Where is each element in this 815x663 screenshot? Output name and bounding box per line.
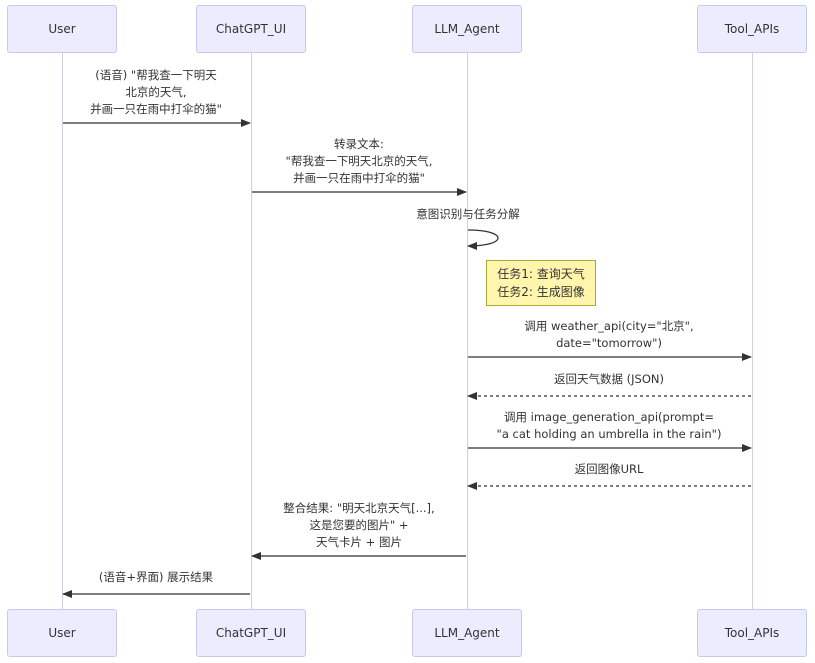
lifeline-chatgpt-ui	[251, 53, 252, 609]
lifeline-tool-apis	[752, 53, 753, 609]
actor-tool-apis-bottom: Tool_APIs	[697, 609, 807, 657]
actor-label: User	[48, 22, 76, 36]
arrow-agent-self	[467, 229, 499, 250]
message-label-image-call: 调用 image_generation_api(prompt= "a cat h…	[496, 410, 722, 441]
actor-user-top: User	[7, 5, 117, 53]
actor-label: LLM_Agent	[434, 626, 500, 640]
message-label-display: (语音+界面) 展示结果	[98, 570, 214, 584]
actor-label: Tool_APIs	[724, 626, 780, 640]
actor-llm-agent-top: LLM_Agent	[412, 5, 522, 53]
lifeline-user	[62, 53, 63, 609]
message-label-intent: 意图识别与任务分解	[416, 207, 520, 221]
actor-label: ChatGPT_UI	[215, 22, 287, 36]
message-label-voice-request: (语音) "帮我查一下明天 北京的天气, 并画一只在雨中打伞的猫"	[90, 68, 222, 116]
actor-chatgpt-ui-top: ChatGPT_UI	[196, 5, 306, 53]
message-label-transcript: 转录文本: "帮我查一下明天北京的天气, 并画一只在雨中打伞的猫"	[285, 137, 433, 185]
message-label-weather-return: 返回天气数据 (JSON)	[554, 372, 664, 386]
actor-label: User	[48, 626, 76, 640]
actor-chatgpt-ui-bottom: ChatGPT_UI	[196, 609, 306, 657]
actor-user-bottom: User	[7, 609, 117, 657]
actor-tool-apis-top: Tool_APIs	[697, 5, 807, 53]
actor-label: LLM_Agent	[434, 22, 500, 36]
actor-llm-agent-bottom: LLM_Agent	[412, 609, 522, 657]
actor-label: ChatGPT_UI	[215, 626, 287, 640]
message-label-image-return: 返回图像URL	[574, 462, 644, 476]
message-label-weather-call: 调用 weather_api(city="北京", date="tomorrow…	[524, 319, 694, 350]
message-label-result: 整合结果: "明天北京天气[...], 这是您要的图片" + 天气卡片 + 图片	[283, 501, 435, 549]
actor-label: Tool_APIs	[724, 22, 780, 36]
lifeline-llm-agent	[467, 53, 468, 609]
task-note: 任务1: 查询天气 任务2: 生成图像	[486, 260, 596, 306]
